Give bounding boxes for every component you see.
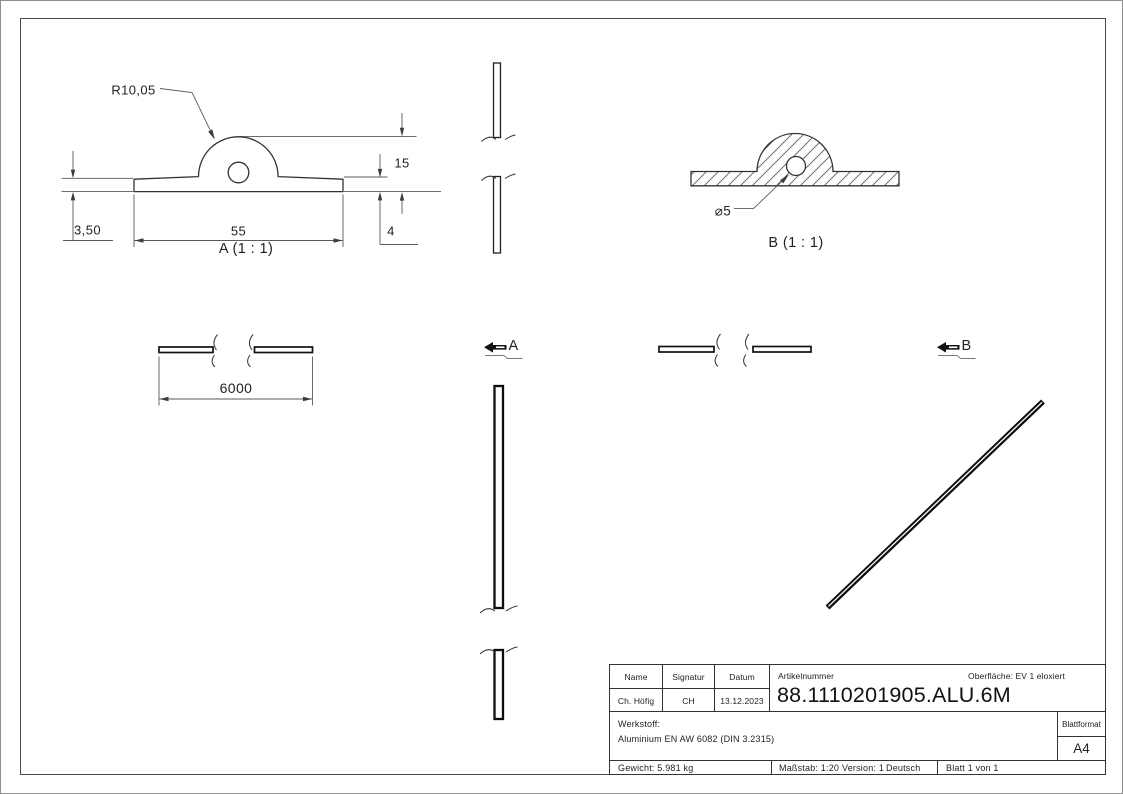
sheet-format-value: A4 [1073,741,1090,756]
sheet-number: Blatt 1 von 1 [946,763,999,773]
dim-hole-diameter-label: ⌀5 [714,202,732,218]
side-view-bottom-geometry [479,384,518,721]
dim-thickness-end-label: 3,50 [74,222,101,237]
section-arrow-b-icon [937,342,976,359]
signature-value: CH [682,695,695,706]
view-b-label: B (1 : 1) [768,234,824,251]
view-a-geometry [61,88,441,247]
date-header: Datum [715,665,769,689]
name-value: Ch. Höfig [617,695,655,706]
dim-total-height-label: 15 [394,155,410,171]
article-number: 88.1110201905.ALU.6M [777,683,1011,707]
material-header: Werkstoff: [618,719,661,729]
view-a-label: A (1 : 1) [218,240,274,257]
dim-radius-label: R10,05 [111,82,156,97]
weight-value: Gewicht: 5.981 kg [618,763,694,773]
article-number-header: Artikelnummer [778,671,835,681]
name-header: Name [610,665,662,689]
language-value: Deutsch [886,763,921,773]
section-marker-b-letter: B [961,337,972,354]
section-arrow-a-icon [484,342,523,359]
title-block: Name Ch. Höfig Signatur CH Datum 13.12.2… [609,664,1106,775]
dim-width-label: 55 [230,223,247,238]
material-value: Aluminium EN AW 6082 (DIN 3.2315) [618,734,775,744]
length-view-right-geometry [658,333,812,367]
date-value: 13.12.2023 [720,695,764,706]
scale-value: Maßstab: 1:20 [779,763,840,773]
signature-header: Signatur [663,665,714,689]
sheet-format-header: Blattformat [1058,712,1105,737]
section-marker-a-letter: A [508,337,519,354]
sheet-border [20,18,1106,775]
isometric-view-geometry [825,399,1045,610]
version-value: Version: 1 [842,763,885,773]
view-b-geometry [690,132,900,210]
surface-finish: Oberfläche: EV 1 eloxiert [968,671,1065,681]
side-view-top-geometry [481,62,516,254]
dim-length-label: 6000 [219,380,253,396]
dim-thickness-center-label: 4 [387,223,395,238]
length-view-geometry [158,334,314,406]
